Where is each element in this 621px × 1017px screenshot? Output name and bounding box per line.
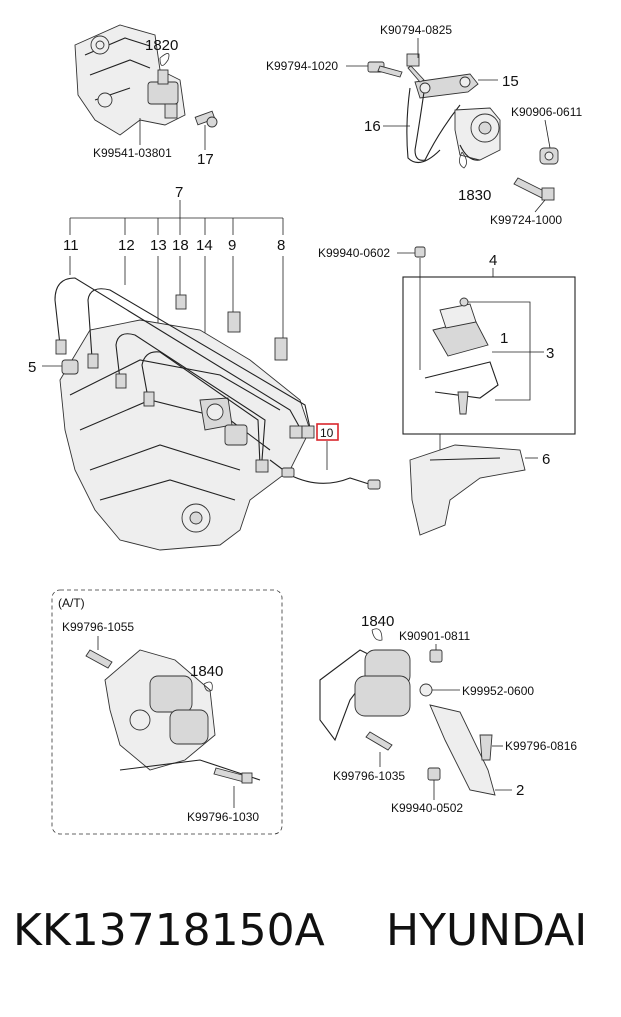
part-16: 16: [364, 118, 381, 135]
parts-diagram: 1820 K99541-03801 17 K90794-0825 K99794-…: [28, 23, 583, 835]
part-5: 5: [28, 359, 36, 376]
part-9: 9: [228, 237, 236, 254]
code-k99952-0600: K99952-0600: [462, 684, 534, 698]
code-k90901-0811: K90901-0811: [399, 629, 471, 643]
footer: KK13718150A HYUNDAI: [0, 905, 621, 975]
part-11: 11: [63, 237, 79, 254]
code-k90906-0611: K90906-0611: [511, 105, 583, 119]
ignition-wire-bracket: [69, 200, 284, 235]
part-2: 2: [516, 782, 524, 799]
callout-1830: 1830: [458, 187, 491, 204]
code-k99796-0816: K99796-0816: [505, 739, 577, 753]
callout-1840-mt: 1840: [361, 613, 394, 630]
code-k99796-1030: K99796-1030: [187, 810, 259, 824]
code-k99724-1000: K99724-1000: [490, 213, 562, 227]
footer-part-number: KK13718150A: [13, 905, 325, 956]
part-6: 6: [542, 451, 550, 468]
engine-sensor-assembly: [74, 24, 218, 136]
code-k99541-03801: K99541-03801: [93, 146, 172, 160]
part-14: 14: [196, 237, 213, 254]
part-7: 7: [175, 184, 183, 201]
mt-starter-assembly: [319, 628, 496, 796]
code-k99940-0502: K99940-0502: [391, 801, 463, 815]
code-k99796-1035: K99796-1035: [333, 769, 405, 783]
callout-1820: 1820: [145, 37, 178, 54]
footer-brand: HYUNDAI: [386, 905, 588, 956]
part-15: 15: [502, 73, 519, 90]
code-k99796-1055: K99796-1055: [62, 620, 134, 634]
part-4: 4: [489, 252, 497, 269]
at-starter-assembly: [85, 649, 261, 784]
part-12: 12: [118, 237, 135, 254]
highlight-box-part-10: [316, 423, 339, 441]
at-note: (A/T): [58, 596, 85, 610]
part-1: 1: [500, 330, 508, 347]
part-3: 3: [546, 345, 554, 362]
part-10: 10: [320, 426, 334, 440]
code-k90794-0825: K90794-0825: [380, 23, 452, 37]
part-13: 13: [150, 237, 167, 254]
part-8: 8: [277, 237, 285, 254]
code-k99794-1020: K99794-1020: [266, 59, 338, 73]
part-18: 18: [172, 237, 189, 254]
spark-plug-wires: [54, 277, 381, 490]
callout-1840-at: 1840: [190, 663, 223, 680]
part-17: 17: [197, 151, 214, 168]
at-dashed-box: [51, 589, 283, 835]
code-k99940-0602: K99940-0602: [318, 246, 390, 260]
coil-assembly: [402, 246, 576, 536]
solenoid-bracket-assembly: [367, 53, 559, 201]
